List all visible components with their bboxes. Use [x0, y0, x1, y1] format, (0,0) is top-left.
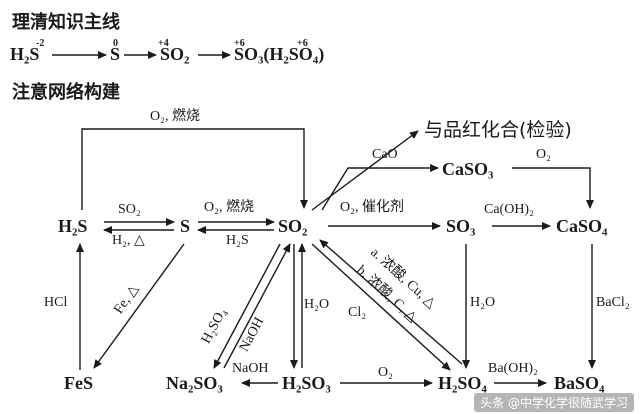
- heading-main-line: 理清知识主线: [12, 12, 120, 33]
- node-h2s: H₂S: [58, 216, 88, 236]
- label-so3-h2o: H₂O: [470, 295, 496, 310]
- label-h2s-s-top: SO₂: [118, 202, 141, 217]
- label-cao: CaO: [372, 147, 398, 162]
- main-line-s: S: [110, 44, 121, 64]
- arrow-s-fes: [93, 243, 185, 369]
- heading-network: 注意网络构建: [12, 82, 120, 103]
- node-so3: SO₃: [446, 216, 476, 236]
- arrow-so2-h2so4-cl2: [311, 243, 451, 371]
- label-top-o2: O₂, 燃烧: [150, 109, 200, 124]
- node-s: S: [180, 216, 191, 236]
- label-baoh2: Ba(OH)₂: [488, 361, 538, 376]
- label-so3-caoh2: Ca(OH)₂: [484, 202, 534, 217]
- arrow-na2so3-so2: [223, 243, 291, 369]
- label-caso3-o2: O₂: [536, 147, 551, 162]
- label-hcl: HCl: [44, 295, 68, 310]
- label-so2-so3: O₂, 催化剂: [340, 200, 404, 215]
- watermark: 头条 @中学化学很随武学习: [474, 393, 634, 412]
- ox-state-s: 0: [113, 38, 118, 49]
- label-bacl2: BaCl₂: [596, 295, 630, 310]
- node-baso4: BaSO₄: [554, 373, 605, 393]
- main-line-h2s: H₂S: [10, 44, 40, 64]
- label-naoh-bot: NaOH: [232, 361, 269, 376]
- node-caso4: CaSO₄: [556, 216, 608, 236]
- ox-state-so2: +4: [158, 38, 169, 49]
- arrow-h2s-so2-top: [81, 128, 308, 210]
- ox-state-so3: +6: [234, 38, 245, 49]
- node-so2: SO₂: [278, 216, 308, 236]
- label-so2-h2o: H₂O: [304, 297, 330, 312]
- ox-state-h2so4: +6: [297, 38, 308, 49]
- arrow-so2-caso3: [321, 164, 439, 211]
- main-line-so2: SO₂: [160, 44, 190, 64]
- node-h2so3: H₂SO₃: [282, 373, 331, 393]
- node-pinhong: 与品红化合(检验): [424, 119, 572, 141]
- arrow-caso3-caso4: [512, 167, 594, 209]
- label-h2s-s-bot: H₂, △: [112, 233, 145, 248]
- main-line-so3-h2so4: SO₃(H₂SO₄): [234, 44, 325, 64]
- label-h2so3-o2: O₂: [378, 365, 393, 380]
- node-fes: FeS: [64, 373, 93, 393]
- node-caso3: CaSO₃: [442, 159, 494, 179]
- label-cl2: Cl₂: [348, 305, 367, 320]
- node-na2so3: Na₂SO₃: [166, 373, 223, 393]
- arrow-h2so4-so2-conc: [319, 239, 463, 365]
- label-s-so2-top: O₂, 燃烧: [204, 200, 254, 215]
- label-s-so2-bot: H₂S: [226, 233, 249, 248]
- node-h2so4: H₂SO₄: [438, 373, 487, 393]
- ox-state-h2s: -2: [36, 38, 45, 49]
- arrow-so2-pinhong: [311, 130, 419, 211]
- arrow-so2-na2so3: [213, 243, 281, 369]
